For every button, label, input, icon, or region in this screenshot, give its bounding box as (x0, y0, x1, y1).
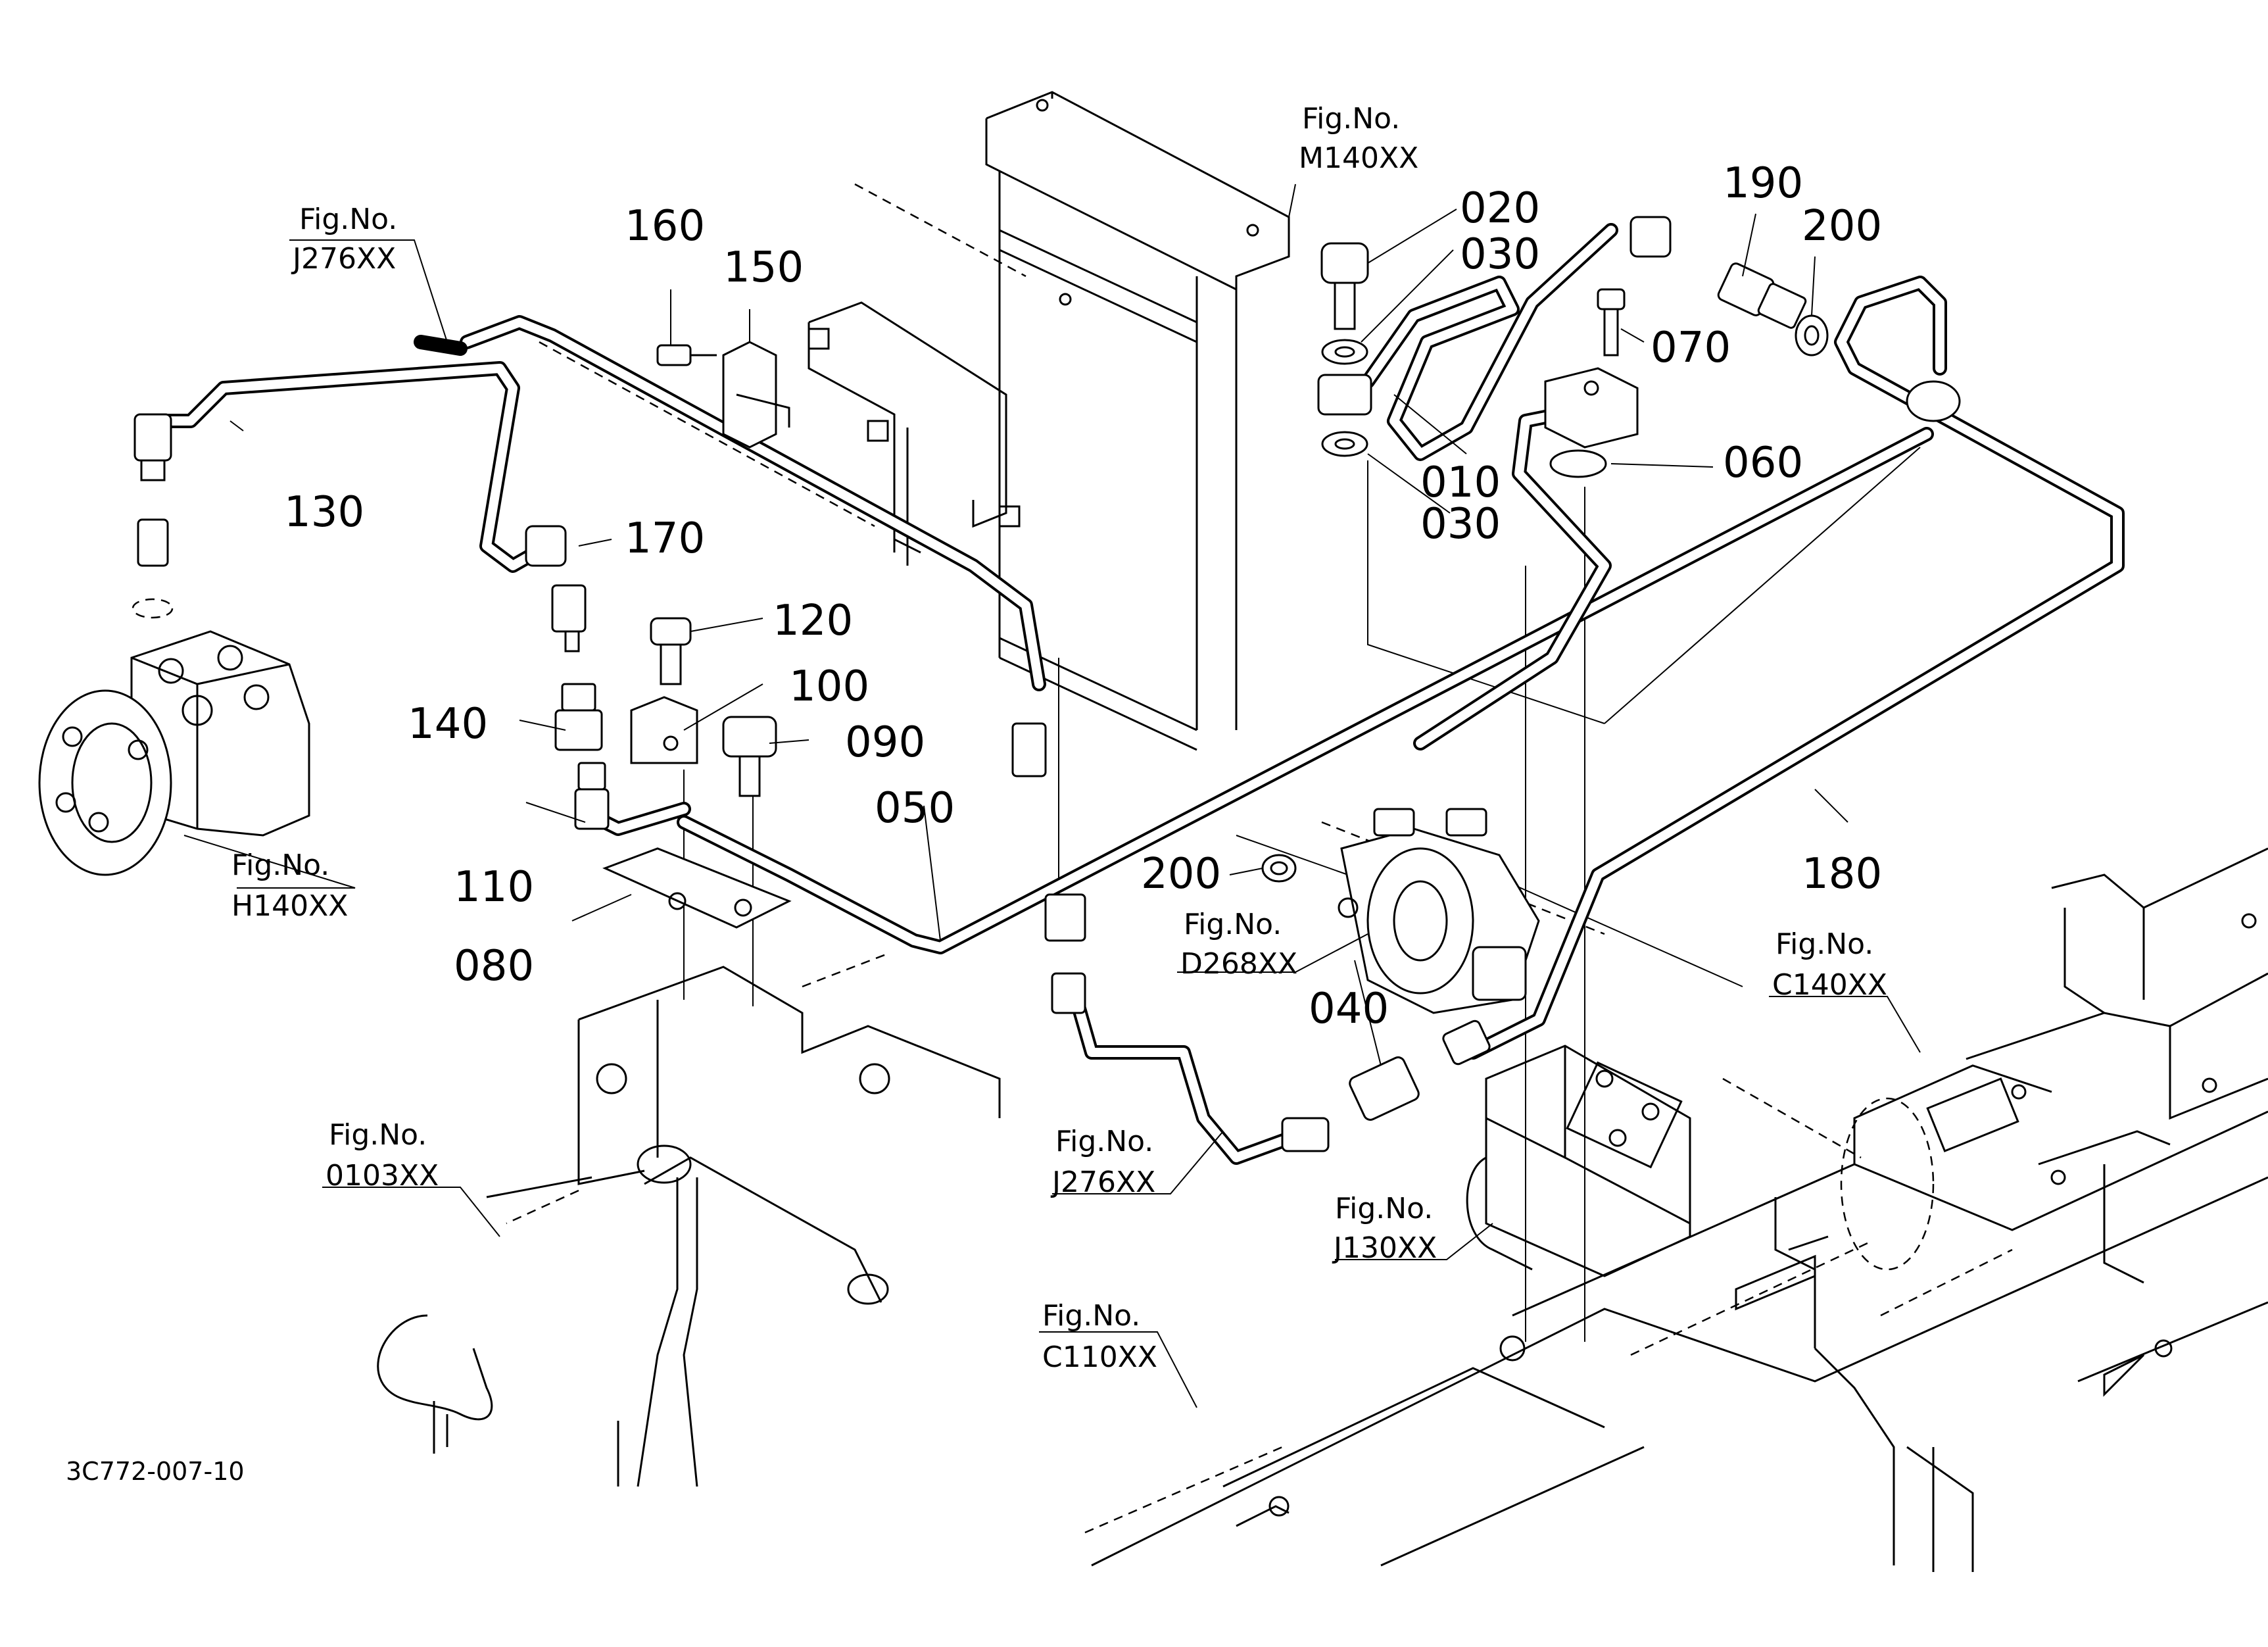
centre-lines (683, 447, 1921, 1342)
pump-body-drawing (1466, 1045, 1691, 1277)
part-label-130: 130 (284, 488, 364, 537)
fig-ref-c110xx: C110XX (1042, 1340, 1157, 1374)
figure-reference-labels: Fig.No. J276XX Fig.No. M140XX Fig.No. H1… (231, 102, 1887, 1374)
transmission-case-drawing (1091, 847, 2268, 1572)
fig-ref-j276xx-top: J276XX (291, 242, 396, 276)
part-label-170: 170 (625, 514, 705, 563)
fig-ref-d268xx: D268XX (1180, 947, 1297, 981)
part-label-140: 140 (408, 700, 488, 749)
fig-ref-h140xx: H140XX (231, 889, 348, 923)
part-label-020: 020 (1460, 184, 1540, 233)
fig-ref-j276xx-bottom: J276XX (1050, 1166, 1155, 1199)
fig-prefix-h140xx: Fig.No. (231, 848, 329, 882)
part-label-030-top: 030 (1460, 230, 1540, 279)
fig-ref-c140xx: C140XX (1772, 968, 1887, 1002)
part-label-070: 070 (1651, 324, 1731, 372)
part-labels: 020 030 010 030 190 200 070 060 160 150 … (284, 159, 1882, 1033)
fig-ref-0103xx: 0103XX (326, 1159, 439, 1192)
fig-prefix-j276xx-bottom: Fig.No. (1055, 1125, 1153, 1158)
part-label-150: 150 (723, 243, 804, 292)
part-label-040: 040 (1309, 985, 1389, 1033)
fig-ref-m140xx: M140XX (1299, 141, 1418, 175)
fig-prefix-c140xx: Fig.No. (1775, 927, 1873, 961)
part-label-030-bottom: 030 (1420, 500, 1501, 549)
front-housing-drawing (377, 966, 1001, 1487)
part-label-180: 180 (1802, 850, 1882, 898)
fig-prefix-d268xx: Fig.No. (1184, 908, 1282, 941)
part-label-160: 160 (625, 202, 705, 251)
drawing-code: 3C772-007-10 (66, 1457, 245, 1486)
part-label-080: 080 (454, 942, 534, 991)
fig-prefix-j130xx: Fig.No. (1335, 1192, 1433, 1225)
parts (38, 216, 1961, 1152)
pipes (144, 223, 2125, 1165)
part-label-090: 090 (845, 718, 925, 767)
fig-prefix-0103xx: Fig.No. (329, 1118, 427, 1152)
part-label-060: 060 (1723, 439, 1803, 487)
part-label-200-bottom: 200 (1141, 850, 1221, 898)
fig-prefix-j276xx-top: Fig.No. (299, 203, 397, 236)
fig-ref-j130xx: J130XX (1332, 1231, 1437, 1265)
part-label-190: 190 (1723, 159, 1803, 208)
fig-prefix-m140xx: Fig.No. (1302, 102, 1400, 135)
fig-prefix-c110xx: Fig.No. (1042, 1299, 1140, 1333)
part-label-200-top: 200 (1802, 202, 1882, 251)
part-label-120: 120 (773, 597, 853, 645)
part-label-100: 100 (789, 662, 869, 711)
bracket-drawing (808, 301, 1021, 566)
leader-lines (183, 184, 1921, 1408)
part-label-110: 110 (454, 863, 534, 912)
part-label-050: 050 (875, 784, 955, 833)
part-label-010: 010 (1420, 458, 1501, 507)
